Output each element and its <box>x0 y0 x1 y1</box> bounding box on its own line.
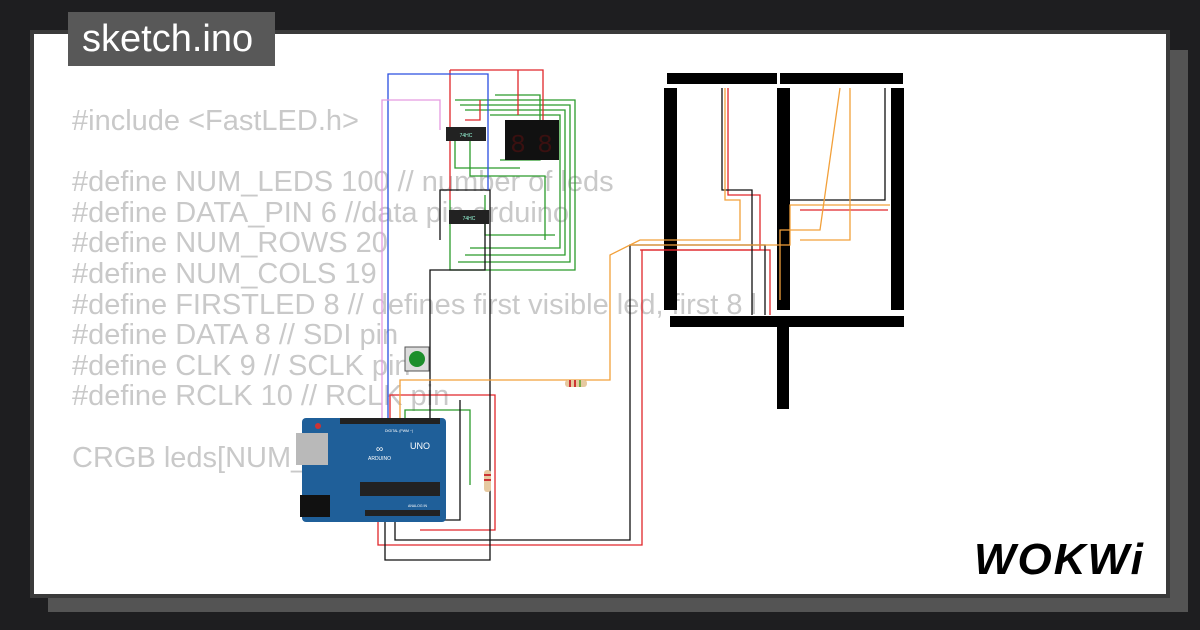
code-line: #define NUM_COLS 19 <box>72 257 377 290</box>
code-line: #include <FastLED.h> <box>72 105 359 137</box>
svg-text:8: 8 <box>537 130 553 160</box>
shift-register-1: 74HC <box>446 127 486 141</box>
board-model-label: UNO <box>410 441 430 451</box>
digital-header-label: DIGITAL (PWM ~) <box>385 429 413 433</box>
sketch-title[interactable]: sketch.ino <box>68 12 276 66</box>
code-line: #define FIRSTLED 8 // defines first visi… <box>72 288 757 321</box>
push-button <box>404 346 430 372</box>
led-strip-frame <box>664 73 904 409</box>
shift-register-2: 74HC <box>449 210 489 224</box>
svg-text:8: 8 <box>510 130 526 160</box>
wokwi-logo: WOKWi <box>974 535 1145 584</box>
code-line: #define NUM_LEDS 100 // number of leds <box>72 166 614 199</box>
svg-text:74HC: 74HC <box>460 133 473 139</box>
board-brand-label: ARDUINO <box>368 456 391 462</box>
resistor <box>484 470 491 492</box>
svg-text:∞: ∞ <box>376 444 383 455</box>
code-line: #define CLK 9 // SCLK pin <box>72 349 411 382</box>
code-line: #define DATA 8 // SDI pin <box>72 319 399 352</box>
wires <box>377 69 890 561</box>
seven-segment-display: 8 8 <box>505 120 559 160</box>
arduino-uno-board: ∞ UNO ARDUINO DIGITAL (PWM ~) ANALOG IN <box>296 418 446 522</box>
analog-header-label: ANALOG IN <box>408 504 428 508</box>
svg-text:74HC: 74HC <box>463 216 476 222</box>
wokwi-logo-text: WOKWi <box>974 535 1145 584</box>
code-line: #define NUM_ROWS 20 <box>72 227 388 260</box>
resistor <box>565 380 587 387</box>
